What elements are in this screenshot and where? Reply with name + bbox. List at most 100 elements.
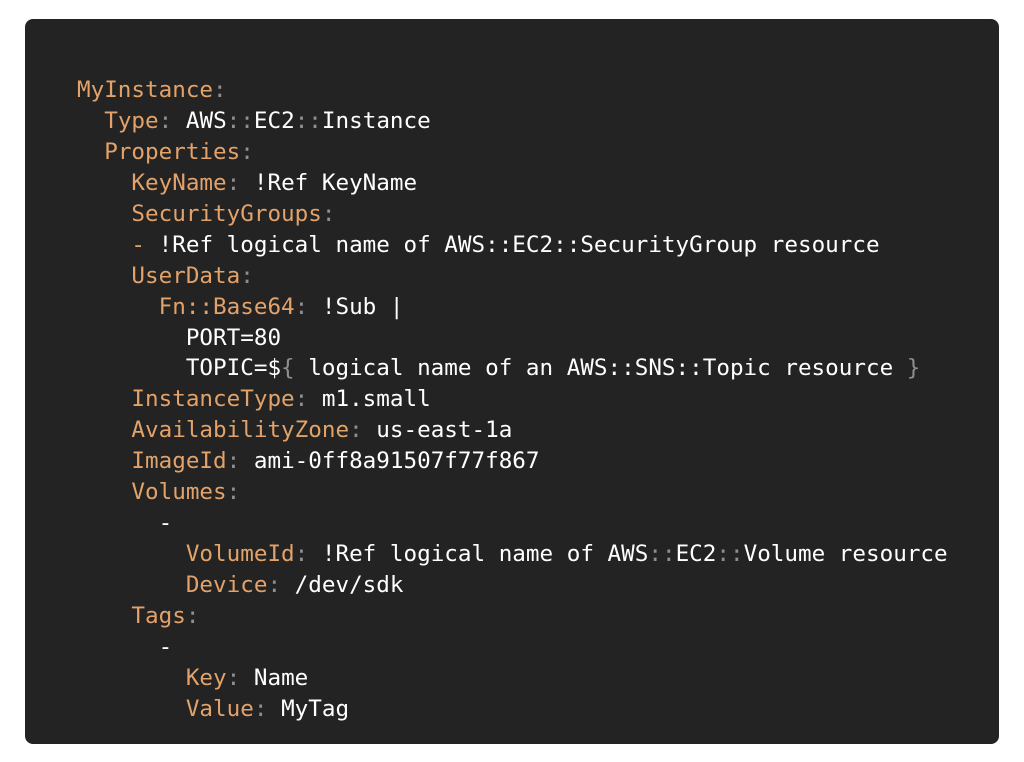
code-value	[77, 263, 131, 289]
code-line: AvailabilityZone: us-east-1a	[77, 415, 999, 446]
code-line: -	[77, 632, 999, 663]
code-key: Properties	[104, 138, 241, 165]
code-punctuation: :	[226, 479, 241, 506]
code-value	[77, 665, 186, 691]
code-line: Value: MyTag	[77, 694, 999, 725]
code-value	[77, 232, 131, 258]
code-punctuation: :	[267, 572, 295, 598]
code-value: PORT=80	[185, 324, 282, 351]
code-value	[77, 696, 186, 722]
code-punctuation: :	[213, 77, 227, 103]
code-key: Type	[104, 107, 159, 134]
code-key: KeyName	[131, 169, 227, 196]
code-punctuation: {	[281, 355, 295, 382]
code-key: SecurityGroups	[131, 200, 322, 227]
code-value	[77, 572, 186, 598]
code-value	[77, 634, 159, 660]
code-value: EC2	[675, 541, 717, 568]
code-punctuation: :	[349, 417, 377, 444]
code-block: MyInstance: Type: AWS::EC2::Instance Pro…	[77, 75, 999, 725]
code-punctuation: :	[185, 602, 200, 629]
code-value: -	[158, 510, 173, 537]
code-line: InstanceType: m1.small	[77, 384, 999, 415]
code-line: ImageId: ami-0ff8a91507f77f867	[77, 446, 999, 477]
code-value	[77, 386, 131, 412]
code-value	[77, 510, 159, 536]
code-punctuation: :	[294, 293, 322, 320]
code-value: m1.small	[321, 386, 431, 413]
code-punctuation: :	[253, 695, 282, 722]
code-line: PORT=80	[77, 323, 999, 354]
code-line: -	[77, 508, 999, 539]
code-punctuation: :	[226, 169, 254, 196]
code-value: us-east-1a	[376, 417, 513, 444]
code-key: Tags	[131, 602, 186, 629]
code-value: -	[158, 633, 173, 660]
code-value	[77, 541, 186, 567]
code-value	[77, 448, 131, 474]
code-punctuation: :	[240, 262, 254, 289]
code-value: ami-0ff8a91507f77f867	[253, 448, 540, 475]
code-value	[77, 325, 186, 351]
code-line: Key: Name	[77, 663, 999, 694]
code-value: !Ref logical name of AWS	[321, 541, 649, 568]
code-value: TOPIC=$	[185, 355, 282, 382]
code-key: VolumeId	[185, 541, 295, 568]
code-line: Type: AWS::EC2::Instance	[77, 106, 999, 137]
code-value: Volume resource	[743, 541, 948, 568]
code-value: Name	[253, 664, 309, 691]
code-value: logical name of an AWS::SNS::Topic resou…	[294, 355, 907, 382]
code-punctuation: :	[240, 138, 254, 165]
code-punctuation: :	[294, 386, 322, 413]
code-key: MyInstance	[77, 77, 214, 103]
code-value: !Sub |	[321, 293, 404, 320]
code-line: Properties:	[77, 137, 999, 168]
code-punctuation: :	[294, 541, 322, 568]
code-key: Fn::Base64	[158, 293, 295, 320]
code-panel: MyInstance: Type: AWS::EC2::Instance Pro…	[25, 19, 999, 744]
code-punctuation: ::	[716, 541, 744, 568]
code-value: !Ref logical name of AWS::EC2::SecurityG…	[158, 231, 880, 258]
code-punctuation: ::	[648, 541, 676, 568]
code-line: KeyName: !Ref KeyName	[77, 168, 999, 199]
code-value	[77, 201, 131, 227]
code-punctuation: ::	[294, 107, 322, 134]
code-line: Fn::Base64: !Sub |	[77, 292, 999, 323]
code-line: Device: /dev/sdk	[77, 570, 999, 601]
code-punctuation: :	[321, 200, 336, 227]
code-line: UserData:	[77, 261, 999, 292]
code-line: Volumes:	[77, 477, 999, 508]
code-punctuation: :	[226, 448, 254, 475]
code-punctuation: :	[158, 107, 186, 134]
code-punctuation: }	[906, 355, 921, 382]
code-value	[77, 170, 131, 196]
code-value	[77, 108, 104, 134]
code-key: AvailabilityZone	[131, 417, 350, 444]
code-line: Tags:	[77, 601, 999, 632]
code-value	[77, 294, 159, 320]
code-value	[77, 417, 131, 443]
code-value: MyTag	[281, 695, 350, 722]
code-value: Instance	[321, 107, 431, 134]
code-value: AWS	[185, 107, 227, 134]
code-punctuation: :	[226, 664, 254, 691]
code-key: ImageId	[131, 448, 227, 475]
code-line: MyInstance:	[77, 75, 999, 106]
code-key: InstanceType	[131, 386, 295, 413]
code-value	[77, 355, 186, 381]
code-value: EC2	[253, 107, 295, 134]
code-value	[77, 139, 104, 165]
code-value	[77, 479, 131, 505]
code-line: - !Ref logical name of AWS::EC2::Securit…	[77, 230, 999, 261]
code-value: /dev/sdk	[294, 572, 404, 598]
code-line: SecurityGroups:	[77, 199, 999, 230]
code-punctuation: ::	[226, 107, 254, 134]
code-key: UserData	[131, 262, 241, 289]
code-key: Key	[185, 664, 227, 691]
code-key: -	[131, 231, 159, 258]
code-value	[77, 603, 131, 629]
code-value: !Ref KeyName	[253, 169, 418, 196]
code-key: Value	[185, 695, 254, 722]
code-line: TOPIC=${ logical name of an AWS::SNS::To…	[77, 353, 999, 384]
code-line: VolumeId: !Ref logical name of AWS::EC2:…	[77, 539, 999, 570]
